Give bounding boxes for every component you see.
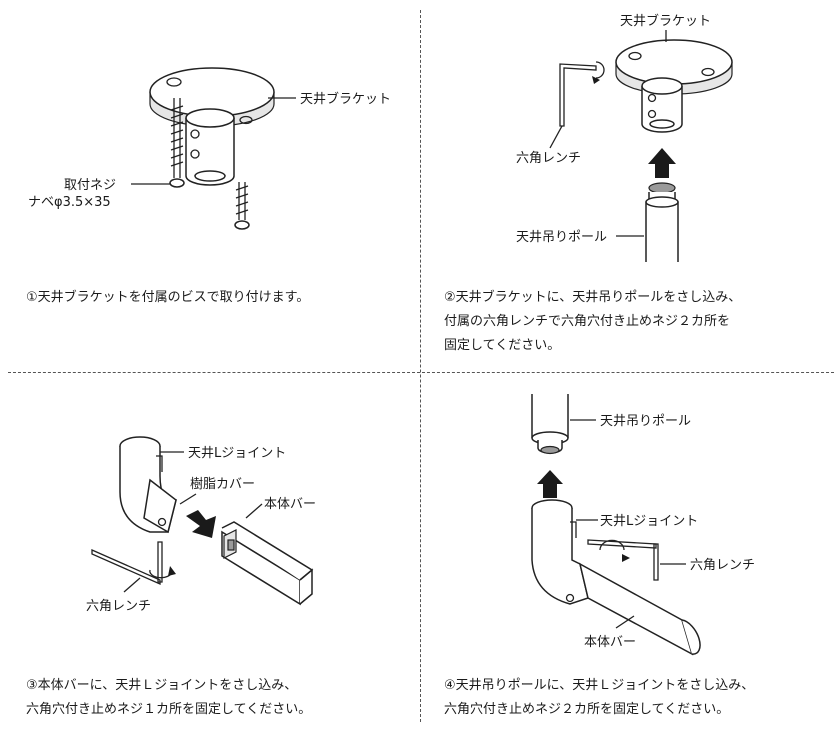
step-2-illustration: 天井ブラケット 六角レンチ 天井吊りポール xyxy=(516,13,733,262)
label-mounting-screw: 取付ネジ xyxy=(64,178,116,193)
insert-arrow-right xyxy=(186,510,216,538)
label-main-bar: 本体バー xyxy=(584,635,636,650)
hex-wrench-shape xyxy=(91,541,176,585)
horizontal-divider xyxy=(8,372,834,373)
label-main-bar: 本体バー xyxy=(264,497,316,512)
step-3-panel: 天井Lジョイント 樹脂カバー 本体バー 六角レンチ ③本体バーに、天井Ｌジョイン… xyxy=(0,372,420,733)
label-screw-spec: ナベφ3.5×35 xyxy=(28,195,111,210)
step-4-panel: 天井吊りポール 天井Lジョイント 六角レンチ 本体バー ④天井吊りポールに、天井… xyxy=(420,372,840,733)
ceiling-bracket-shape xyxy=(149,67,275,186)
vertical-divider xyxy=(420,10,421,722)
ceiling-l-joint-shape xyxy=(531,499,589,605)
label-ceiling-bracket: 天井ブラケット xyxy=(300,91,391,107)
ceiling-bracket-shape xyxy=(615,39,733,133)
step-4-caption: ④天井吊りポールに、天井Ｌジョイントをさし込み、 六角穴付き止めネジ２カ所を固定… xyxy=(444,678,755,717)
ceiling-l-joint-shape xyxy=(119,436,177,534)
main-bar-shape xyxy=(578,562,701,656)
label-hex-wrench: 六角レンチ xyxy=(516,151,581,166)
step-3-caption: ③本体バーに、天井Ｌジョイントをさし込み、 六角穴付き止めネジ１カ所を固定してく… xyxy=(26,678,312,717)
label-hex-wrench: 六角レンチ xyxy=(690,558,755,573)
step-1-panel: 天井ブラケット 取付ネジ ナベφ3.5×35 ①天井ブラケットを付属のビスで取り… xyxy=(0,0,420,372)
label-hex-wrench: 六角レンチ xyxy=(86,599,151,614)
insert-arrow-up xyxy=(537,470,563,498)
label-resin-cover: 樹脂カバー xyxy=(190,477,255,492)
insert-arrow-up xyxy=(648,148,676,178)
main-bar-shape xyxy=(221,521,314,606)
label-ceiling-pole: 天井吊りポール xyxy=(600,414,691,429)
label-ceiling-pole: 天井吊りポール xyxy=(516,230,607,245)
step-1-caption: ①天井ブラケットを付属のビスで取り付けます。 xyxy=(26,290,310,305)
step-2-panel: 天井ブラケット 六角レンチ 天井吊りポール ②天井ブラケットに、天井吊りポールを… xyxy=(420,0,840,372)
step-4-illustration: 天井吊りポール 天井Lジョイント 六角レンチ 本体バー xyxy=(531,394,755,656)
ceiling-pole-shape xyxy=(531,394,569,455)
label-ceiling-bracket: 天井ブラケット xyxy=(620,13,711,29)
label-l-joint: 天井Lジョイント xyxy=(188,446,286,461)
mounting-screw-right xyxy=(234,182,250,230)
step-1-illustration: 天井ブラケット 取付ネジ ナベφ3.5×35 xyxy=(28,67,391,230)
ceiling-pole-shape xyxy=(645,182,679,262)
step-2-caption: ②天井ブラケットに、天井吊りポールをさし込み、 付属の六角レンチで六角穴付き止め… xyxy=(444,290,742,353)
step-3-illustration: 天井Lジョイント 樹脂カバー 本体バー 六角レンチ xyxy=(86,436,316,614)
hex-wrench-shape xyxy=(559,61,605,127)
label-l-joint: 天井Lジョイント xyxy=(600,514,698,529)
hex-wrench-shape xyxy=(587,539,659,581)
mounting-screw-left xyxy=(169,98,185,188)
